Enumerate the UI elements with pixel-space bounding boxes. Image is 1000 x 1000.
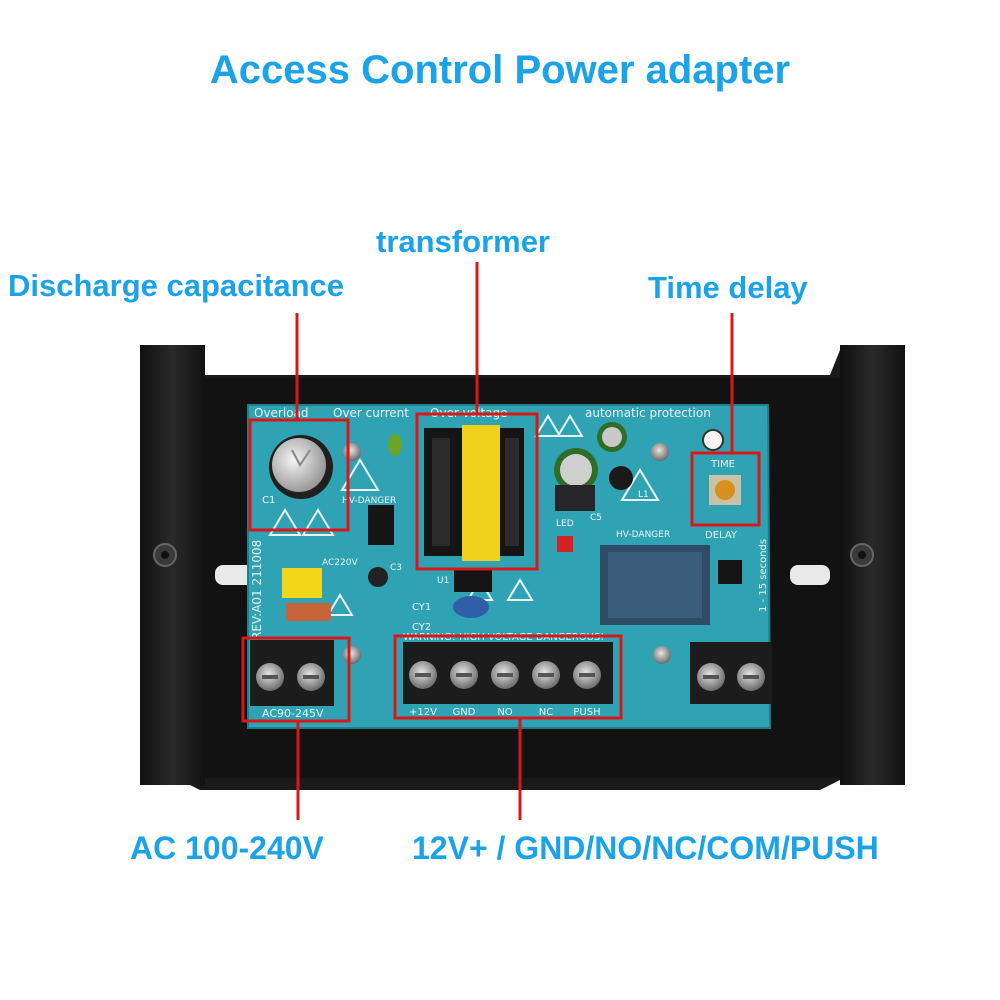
callout-box-ac-input (241, 636, 351, 723)
silk-ac220v: AC220V (322, 558, 358, 568)
silk-seconds: 1 - 15 seconds (758, 539, 769, 612)
page-title: Access Control Power adapter (209, 48, 791, 92)
terminal-label-3: NC (539, 707, 553, 718)
mount-screw-3 (343, 646, 361, 664)
pcb-board: Overload Over current Over voltage autom… (247, 404, 772, 729)
capacitor-c5 (555, 485, 595, 511)
transistor (718, 560, 742, 584)
terminal-label-4: PUSH (573, 707, 600, 718)
x-capacitor (282, 568, 322, 598)
silk-u1: U1 (437, 576, 449, 586)
status-led (557, 536, 573, 552)
mount-screw-1 (343, 443, 361, 461)
silk-revision: REV:A01 211008 (250, 540, 264, 640)
terminal-label-1: GND (453, 707, 476, 718)
silk-c1: C1 (262, 495, 275, 506)
output-terminals-label: 12V+ / GND/NO/NC/COM/PUSH (412, 830, 879, 866)
transformer (424, 425, 524, 561)
mount-screw-4 (653, 646, 671, 664)
silk-cy1: CY1 (412, 602, 431, 613)
terminal-label-0: +12V (409, 707, 437, 718)
callout-box-capacitor (248, 418, 350, 532)
red-callouts (241, 262, 761, 820)
silk-c5: C5 (590, 513, 602, 523)
silk-c3: C3 (390, 563, 402, 573)
silk-ac-input: AC90-245V (262, 707, 324, 720)
silk-led: LED (556, 519, 574, 529)
silk-hv-danger-2: HV-DANGER (616, 530, 670, 540)
silk-delay: DELAY (705, 530, 738, 541)
ic-chip (368, 505, 394, 545)
ac-input-label: AC 100-240V (130, 830, 324, 866)
varistor (388, 434, 402, 456)
discharge-capacitor (269, 435, 333, 499)
silk-hv-danger-1: HV-DANGER (342, 496, 396, 506)
silk-cy2: CY2 (412, 622, 431, 633)
callout-box-time-delay (690, 451, 761, 527)
callout-box-outputs (393, 634, 623, 720)
small-capacitor-c3 (368, 567, 388, 587)
terminal-label-2: NO (497, 707, 512, 718)
y-capacitor (453, 596, 489, 618)
silk-over-current: Over current (333, 406, 409, 420)
small-capacitor-c7 (702, 429, 724, 451)
fuse-resistor (286, 603, 331, 621)
optocoupler (454, 570, 492, 592)
transformer-label: transformer (376, 224, 550, 259)
ac-input-terminal-block (250, 640, 334, 706)
silk-l1: L1 (638, 490, 649, 500)
aux-terminal-block (690, 642, 772, 704)
time-delay-label: Time delay (648, 270, 808, 305)
inductor-l1 (609, 466, 633, 490)
mount-screw-2 (651, 443, 669, 461)
discharge-capacitance-label: Discharge capacitance (8, 268, 345, 303)
silk-overload: Overload (254, 406, 309, 420)
silk-time: TIME (710, 459, 735, 470)
silk-protection: automatic protection (585, 406, 711, 420)
